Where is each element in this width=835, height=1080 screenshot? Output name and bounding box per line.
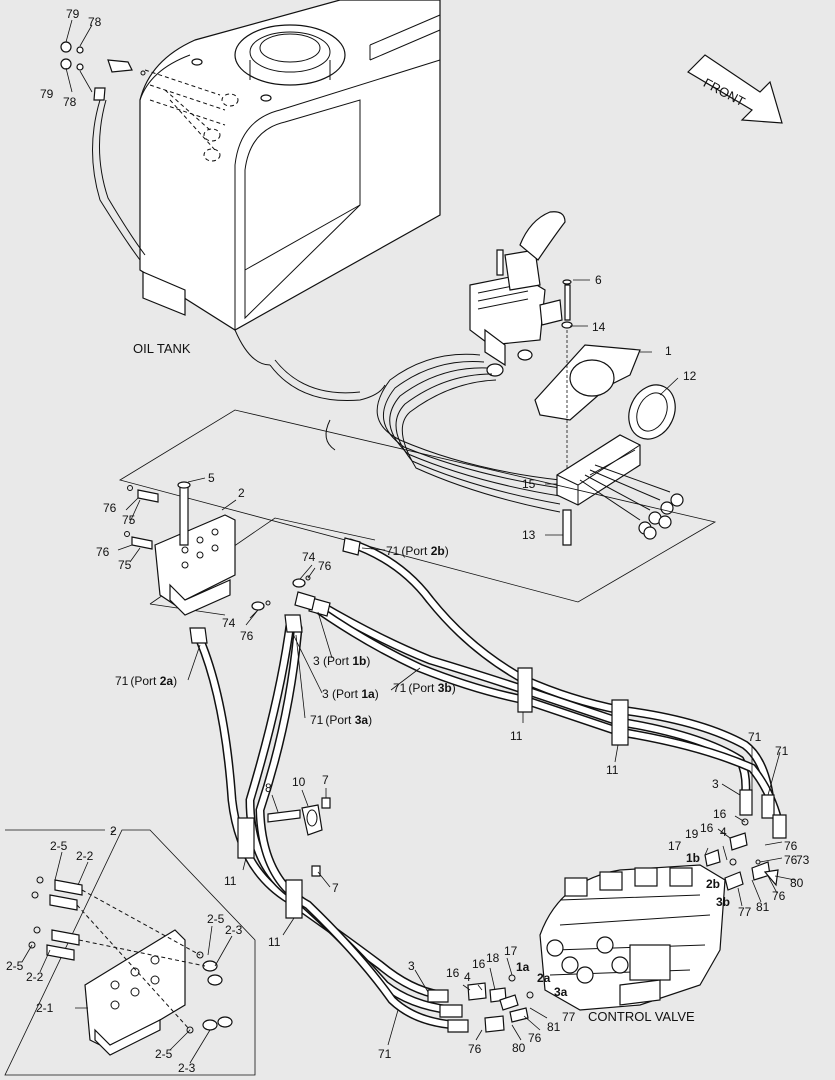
- inset-callout-2-1: 2-1: [36, 1001, 54, 1015]
- callout-7a: 7: [322, 773, 329, 787]
- callout-10: 10: [292, 775, 306, 789]
- callout-76-r1: 76: [784, 839, 798, 853]
- callout-76d: 76: [240, 629, 254, 643]
- callout-77a: 77: [738, 905, 752, 919]
- callout-71-r2: 71: [775, 744, 789, 758]
- callout-1b: 1b: [686, 851, 700, 865]
- inset-callout-2: 2: [110, 824, 117, 838]
- callout-75b: 75: [118, 558, 132, 572]
- callout-74a: 74: [302, 550, 316, 564]
- callout-16c: 16: [446, 966, 460, 980]
- inset-callout-2-5a: 2-5: [50, 839, 68, 853]
- callout-11a: 11: [510, 729, 523, 743]
- manifold-block: [124, 481, 311, 616]
- callout-16a: 16: [713, 807, 727, 821]
- callout-13: 13: [522, 528, 536, 542]
- callout-4a: 4: [720, 825, 727, 839]
- callout-79b: 79: [40, 87, 54, 101]
- inset-leaders: [21, 851, 233, 1064]
- callout-17b: 17: [504, 944, 518, 958]
- inset-callout-2-5b: 2-5: [207, 912, 225, 926]
- callout-12: 12: [683, 369, 697, 383]
- callout-2a: 2a: [537, 971, 551, 985]
- callout-1a: 1a: [516, 960, 530, 974]
- valve-fittings: [467, 818, 779, 1033]
- callout-71-port-3a: 71(Port 3a): [310, 713, 372, 727]
- callout-3b: 3b: [716, 895, 730, 909]
- callout-11b: 11: [606, 763, 619, 777]
- callout-11c: 11: [224, 874, 237, 888]
- callout-1: 1: [665, 344, 672, 358]
- callout-2: 2: [238, 486, 245, 500]
- joystick-valve: [469, 211, 566, 377]
- front-arrow: [687, 54, 783, 124]
- callout-19: 19: [685, 827, 699, 841]
- callout-16b: 16: [700, 821, 714, 835]
- callout-3-port-1a: 3 (Port 1a): [322, 687, 379, 701]
- callout-73: 73: [796, 853, 810, 867]
- clamp-hardware: [267, 797, 331, 877]
- callout-71-port-3b: 71(Port 3b): [393, 681, 456, 695]
- tank-fittings: [60, 41, 146, 261]
- callout-80a: 80: [790, 876, 804, 890]
- callout-76-r5: 76: [468, 1042, 482, 1056]
- inset-callout-2-3b: 2-3: [178, 1061, 196, 1075]
- manifold-inset: [4, 829, 256, 1076]
- callout-6: 6: [595, 273, 602, 287]
- callout-75a: 75: [122, 513, 136, 527]
- callout-3-bot: 3: [408, 959, 415, 973]
- inset-callout-2-5c: 2-5: [6, 959, 24, 973]
- inset-callout-2-5d: 2-5: [155, 1047, 173, 1061]
- joystick-mounting: [534, 279, 684, 546]
- callout-17a: 17: [668, 839, 682, 853]
- pilot-hose-bundle: [234, 329, 561, 513]
- callout-11d: 11: [268, 935, 281, 949]
- callout-2b: 2b: [706, 877, 720, 891]
- callout-14: 14: [592, 320, 606, 334]
- oil-tank-caption: OIL TANK: [133, 341, 191, 356]
- callout-76-r4: 76: [528, 1031, 542, 1045]
- callout-81b: 81: [547, 1020, 561, 1034]
- control-valve-caption: CONTROL VALVE: [588, 1009, 695, 1024]
- callout-3-r: 3: [712, 777, 719, 791]
- callout-8: 8: [265, 781, 272, 795]
- callout-3a: 3a: [554, 985, 568, 999]
- oil-tank: [139, 0, 441, 331]
- callout-79a: 79: [66, 7, 80, 21]
- callout-76a: 76: [103, 501, 117, 515]
- callout-71-port-2a: 71(Port 2a): [115, 674, 177, 688]
- callout-74b: 74: [222, 616, 236, 630]
- callout-18: 18: [486, 951, 500, 965]
- callout-7b: 7: [332, 881, 339, 895]
- callout-4b: 4: [464, 970, 471, 984]
- callout-81a: 81: [756, 900, 770, 914]
- callout-80b: 80: [512, 1041, 526, 1055]
- inset-callout-2-2b: 2-2: [26, 970, 44, 984]
- callout-78b: 78: [63, 95, 77, 109]
- inset-callout-2-2a: 2-2: [76, 849, 94, 863]
- callout-77b: 77: [562, 1010, 576, 1024]
- callout-71-r1: 71: [748, 730, 762, 744]
- callout-76-r2: 76: [784, 853, 798, 867]
- leader-lines: [65, 19, 796, 1046]
- inset-callout-2-3a: 2-3: [225, 923, 243, 937]
- callout-5: 5: [208, 471, 215, 485]
- callout-16d: 16: [472, 957, 486, 971]
- callout-3-port-1b: 3 (Port 1b): [313, 654, 370, 668]
- callout-71-bot: 71: [378, 1047, 392, 1061]
- callout-78a: 78: [88, 15, 102, 29]
- callout-71-port-2b: 71(Port 2b): [386, 544, 449, 558]
- hose-clamps: [237, 667, 629, 919]
- control-valve: [539, 864, 726, 1011]
- callout-15: 15: [522, 477, 536, 491]
- callout-76-r3: 76: [772, 889, 786, 903]
- callout-76c: 76: [318, 559, 332, 573]
- callout-76b: 76: [96, 545, 110, 559]
